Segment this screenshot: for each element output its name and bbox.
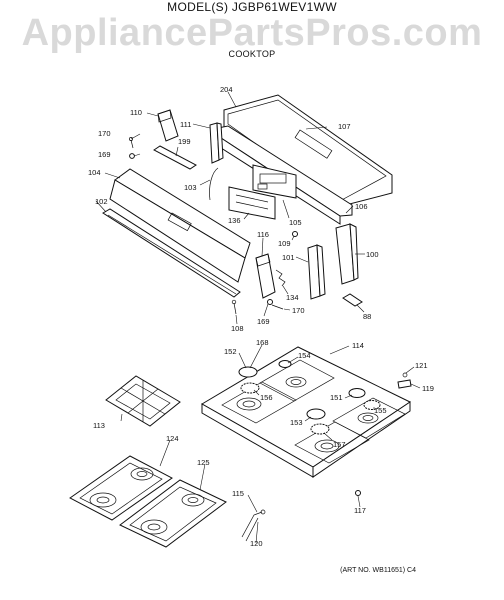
watermark-text: AppliancePartsPros.com bbox=[21, 12, 483, 54]
callout-121: 121 bbox=[415, 361, 428, 370]
callout-155: 155 bbox=[374, 406, 387, 415]
callout-169-upper: 169 bbox=[98, 150, 111, 159]
callout-153: 153 bbox=[290, 418, 303, 427]
callout-115: 115 bbox=[232, 489, 244, 498]
callout-170-lower: 170 bbox=[292, 306, 305, 315]
callout-156: 156 bbox=[260, 393, 273, 402]
leader-lines bbox=[95, 91, 421, 544]
callout-151: 151 bbox=[330, 393, 343, 402]
part-88-block bbox=[342, 293, 363, 307]
part-104-control-panel bbox=[109, 168, 251, 283]
part-116-bracket bbox=[255, 253, 276, 299]
callout-101: 101 bbox=[282, 253, 295, 262]
callout-109: 109 bbox=[278, 239, 291, 248]
callout-124: 124 bbox=[166, 434, 179, 443]
callout-100: 100 bbox=[366, 250, 379, 259]
callout-labels: 204 110 111 107 170 199 169 104 103 102 … bbox=[88, 85, 434, 548]
part-155-burner-head bbox=[363, 400, 381, 410]
part-170-screw bbox=[129, 137, 134, 149]
callout-107: 107 bbox=[338, 122, 351, 131]
part-121-screw bbox=[402, 372, 408, 378]
callout-120: 120 bbox=[250, 539, 263, 548]
callout-105: 105 bbox=[289, 218, 302, 227]
callout-113: 113 bbox=[93, 421, 105, 430]
part-134-connector bbox=[275, 269, 286, 287]
callout-152: 152 bbox=[224, 347, 237, 356]
section-title: COOKTOP bbox=[228, 49, 276, 59]
part-153-burner-cap bbox=[306, 408, 326, 420]
callout-170-upper: 170 bbox=[98, 129, 111, 138]
part-125-drip-pan bbox=[119, 479, 227, 548]
callout-103: 103 bbox=[184, 183, 197, 192]
part-152-burner-cap bbox=[238, 366, 258, 378]
callout-111: 111 bbox=[180, 120, 191, 129]
part-157-burner-head bbox=[310, 423, 330, 435]
part-111-side-bracket bbox=[209, 122, 224, 164]
part-102-front-strip bbox=[102, 208, 241, 298]
part-113-grate bbox=[105, 375, 181, 427]
callout-154: 154 bbox=[298, 351, 311, 360]
callout-199: 199 bbox=[178, 137, 191, 146]
part-169-clip bbox=[129, 153, 135, 159]
callout-102: 102 bbox=[95, 197, 108, 206]
part-154-burner-head bbox=[278, 360, 292, 368]
part-105-control-board bbox=[252, 164, 297, 199]
callout-125: 125 bbox=[197, 458, 210, 467]
callout-136: 136 bbox=[228, 216, 241, 225]
part-110-bracket bbox=[157, 109, 179, 142]
callout-204: 204 bbox=[220, 85, 233, 94]
part-101-side-panel bbox=[307, 244, 326, 300]
part-199-handle bbox=[153, 145, 197, 170]
part-115-burner-bracket bbox=[241, 509, 266, 542]
callout-169-lower: 169 bbox=[257, 317, 270, 326]
part-156-burner-head bbox=[240, 382, 260, 394]
part-108-screw bbox=[231, 299, 237, 315]
part-103-wire bbox=[209, 167, 219, 201]
part-100-side-cover bbox=[335, 223, 359, 285]
callout-110: 110 bbox=[130, 108, 142, 117]
part-169-clip-lower bbox=[267, 299, 273, 305]
part-124-drip-pan bbox=[69, 455, 173, 521]
callout-114: 114 bbox=[352, 341, 364, 350]
callout-117: 117 bbox=[354, 506, 366, 515]
callout-106: 106 bbox=[355, 202, 368, 211]
part-170-screw-lower bbox=[271, 304, 284, 310]
callout-108: 108 bbox=[231, 324, 244, 333]
callout-116: 116 bbox=[257, 230, 269, 239]
part-119-bracket bbox=[397, 379, 412, 389]
callout-119: 119 bbox=[422, 384, 434, 393]
callout-104: 104 bbox=[88, 168, 101, 177]
part-117-clip bbox=[355, 490, 361, 496]
callout-168: 168 bbox=[256, 338, 269, 347]
part-136-overlay bbox=[228, 186, 276, 220]
callout-88: 88 bbox=[363, 312, 371, 321]
art-number: (ART NO. WB11651) C4 bbox=[340, 567, 416, 574]
model-header: MODEL(S) JGBP61WEV1WW bbox=[167, 0, 337, 14]
part-151-burner-cap bbox=[348, 388, 366, 398]
callout-157: 157 bbox=[333, 440, 346, 449]
callout-134: 134 bbox=[286, 293, 299, 302]
part-109-clip bbox=[292, 231, 298, 237]
